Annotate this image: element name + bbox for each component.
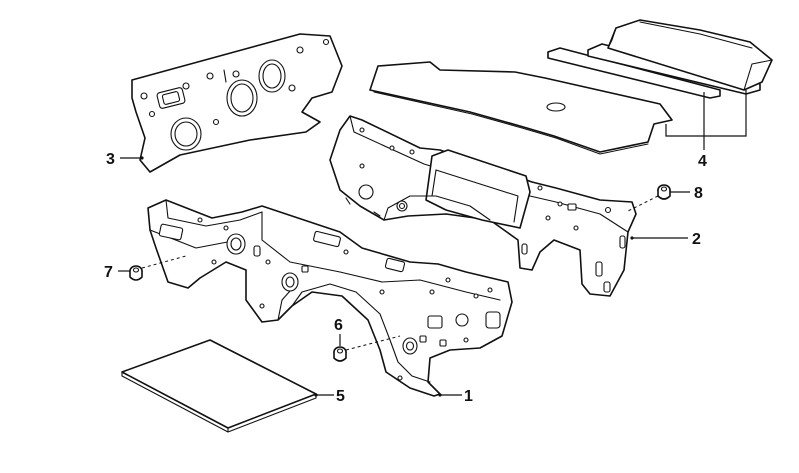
callout-7: 7 bbox=[104, 264, 113, 281]
part-6-clip bbox=[333, 335, 401, 362]
callout-8: 8 bbox=[694, 185, 703, 202]
part-8-clip bbox=[625, 184, 671, 213]
callout-6: 6 bbox=[334, 317, 343, 334]
callout-4: 4 bbox=[698, 153, 707, 170]
part-3-insulation-panel bbox=[131, 33, 343, 173]
callout-2: 2 bbox=[692, 231, 701, 248]
part-5-flat-mat bbox=[121, 339, 317, 433]
callout-5: 5 bbox=[336, 388, 345, 405]
leader-lines bbox=[118, 90, 747, 397]
part-4-floor-mat-set bbox=[369, 19, 773, 155]
callout-3: 3 bbox=[106, 151, 115, 168]
callout-1: 1 bbox=[464, 388, 473, 405]
part-2-firewall-insulation bbox=[329, 115, 637, 297]
part-1-lower-insulation bbox=[147, 199, 513, 397]
part-7-clip bbox=[129, 255, 187, 281]
